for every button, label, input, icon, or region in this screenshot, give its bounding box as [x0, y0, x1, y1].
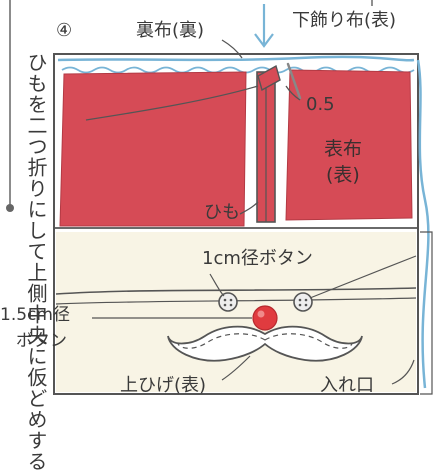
leader-opening	[391, 359, 415, 385]
leader-step-text	[85, 85, 259, 121]
lining-label: 裏布(裏)	[136, 20, 205, 41]
trim-upper-seam	[55, 287, 417, 295]
leader-1cm-right	[309, 255, 417, 299]
wavy-stitch-top	[61, 66, 415, 74]
red-bead-icon	[252, 305, 278, 331]
sewing-diagram-svg	[6, 0, 433, 395]
leader-1cm-left	[209, 273, 225, 297]
side-guide-dot	[6, 204, 14, 212]
leader-lining	[221, 39, 243, 59]
button-1cm-right	[293, 292, 313, 312]
button-1cm-label: 1cm径ボタン	[202, 248, 313, 269]
step-number-label: ④	[56, 20, 73, 41]
lower-trim-label: 下飾り布(表)	[292, 10, 397, 31]
trim-lower-seam	[55, 297, 417, 305]
upper-mustache-label: 上ひげ(表)	[120, 375, 207, 396]
face-fabric-label-line2: (表)	[326, 164, 360, 186]
opening-label: 入れ口	[320, 375, 374, 396]
down-arrow-icon	[254, 4, 274, 48]
leader-05	[285, 85, 301, 101]
seam-allowance-label: 0.5	[306, 94, 335, 115]
mustache-stitch	[177, 333, 353, 349]
lining-right-strip	[420, 231, 433, 395]
string-label: ひも	[204, 202, 240, 223]
button-1cm-left	[218, 292, 238, 312]
upper-mustache	[167, 325, 363, 362]
leader-string	[239, 201, 259, 215]
button-15-label-line2: ボタン	[16, 331, 67, 351]
leader-mustache	[221, 355, 251, 381]
face-fabric-left	[59, 71, 247, 227]
face-fabric-label-line1: 表布	[324, 138, 363, 160]
face-fabric-right	[285, 69, 413, 221]
tack-pin	[286, 62, 302, 100]
button-15-label-line1: 1.5cm径	[0, 305, 70, 325]
lining-edge-top	[57, 55, 415, 62]
step-instruction-text: ひもを二つ折りにして上側中央に仮どめする	[24, 52, 48, 472]
lining-edge-right	[416, 59, 430, 389]
string-loop	[257, 64, 281, 92]
lower-trim-area	[56, 232, 416, 392]
